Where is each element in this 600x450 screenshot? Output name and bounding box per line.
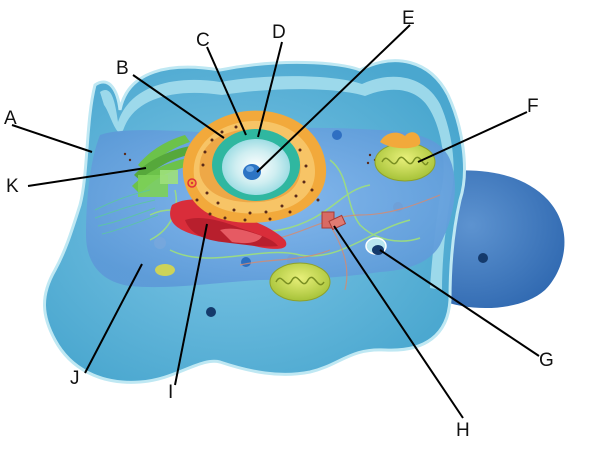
- label-e: E: [402, 8, 415, 29]
- nucleolus-highlight: [246, 166, 254, 172]
- leader-line-h: [333, 225, 464, 419]
- centrioles: [321, 211, 347, 231]
- label-i: I: [168, 382, 173, 403]
- leader-lines: [11, 24, 540, 419]
- label-d: D: [272, 22, 286, 43]
- leader-line-f: [417, 111, 528, 163]
- mitochondrion-upper: [374, 142, 436, 182]
- lysosome: [380, 132, 421, 149]
- intermediate-filaments: [94, 189, 159, 235]
- label-b: B: [116, 58, 129, 79]
- cell-membrane-band: [100, 76, 454, 290]
- mitochondrion-lower: [269, 262, 331, 302]
- label-c: C: [196, 30, 210, 51]
- label-g: G: [539, 350, 554, 371]
- label-a: A: [4, 108, 17, 129]
- leader-line-a: [11, 124, 93, 153]
- leader-line-e: [256, 24, 411, 173]
- leader-line-j: [84, 263, 143, 374]
- leader-line-g: [379, 249, 540, 357]
- endoplasmic-reticulum-smooth: [170, 199, 287, 249]
- leader-line-d: [257, 41, 283, 138]
- ribosomes: [123, 125, 377, 222]
- leader-line-c: [206, 46, 247, 136]
- letter-labels: A B C D E F G H I J K: [4, 8, 554, 441]
- leader-line-k: [27, 167, 147, 187]
- actin-fibers: [239, 194, 441, 291]
- leader-line-b: [132, 74, 225, 139]
- leader-line-i: [174, 223, 208, 386]
- label-f: F: [527, 96, 539, 117]
- label-j: J: [70, 368, 80, 389]
- peroxisome: [155, 264, 175, 276]
- golgi-apparatus: [132, 135, 193, 197]
- label-k: K: [6, 176, 19, 197]
- centrosome-marker: [187, 178, 197, 188]
- label-h: H: [456, 420, 470, 441]
